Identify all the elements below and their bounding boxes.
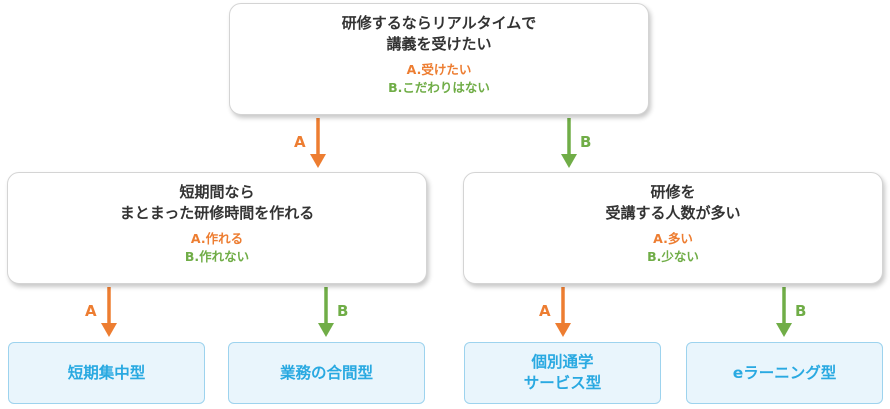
edge-label-right-b: B [795, 302, 807, 320]
root-question-box: 研修するならリアルタイムで 講義を受けたい A.受けたい B.こだわりはない [229, 3, 649, 115]
edge-label-left-a: A [85, 302, 97, 320]
result-short-intensive: 短期集中型 [8, 342, 205, 404]
left-question-box: 短期間なら まとまった研修時間を作れる A.作れる B.作れない [7, 172, 427, 284]
root-question-text: 研修するならリアルタイムで 講義を受けたい [230, 13, 648, 55]
result-individual-school-line-2: サービス型 [523, 374, 602, 392]
right-question-box: 研修を 受講する人数が多い A.多い B.少ない [463, 172, 883, 284]
result-individual-school-line-1: 個別通学 [531, 353, 594, 371]
arrow-left-to-result-2 [318, 287, 334, 337]
left-option-a: A.作れる [190, 231, 244, 246]
arrow-root-to-right [561, 118, 577, 168]
arrow-right-to-result-3 [555, 287, 571, 337]
left-question-line-1: 短期間なら [179, 183, 255, 201]
right-option-b: B.少ない [647, 249, 699, 264]
result-between-work-label: 業務の合間型 [280, 363, 373, 384]
left-question-text: 短期間なら まとまった研修時間を作れる [8, 182, 426, 224]
root-option-b: B.こだわりはない [388, 80, 490, 95]
right-question-text: 研修を 受講する人数が多い [464, 182, 882, 224]
left-question-line-2: まとまった研修時間を作れる [119, 204, 315, 222]
right-question-line-2: 受講する人数が多い [605, 204, 741, 222]
root-option-a: A.受けたい [406, 62, 472, 77]
result-short-intensive-label: 短期集中型 [68, 363, 146, 384]
arrow-right-to-result-4 [776, 287, 792, 337]
result-between-work: 業務の合間型 [228, 342, 425, 404]
edge-label-root-b: B [580, 133, 592, 151]
edge-label-left-b: B [337, 302, 349, 320]
edge-label-right-a: A [539, 302, 551, 320]
root-question-line-2: 講義を受けたい [386, 35, 492, 53]
left-option-b: B.作れない [184, 249, 250, 264]
result-e-learning-line-1: eラーニング型 [732, 363, 837, 382]
result-short-intensive-line-1: 短期集中型 [67, 363, 146, 382]
result-individual-school: 個別通学 サービス型 [464, 342, 661, 404]
arrow-root-to-left [310, 118, 326, 168]
root-question-line-1: 研修するならリアルタイムで [341, 14, 537, 32]
result-between-work-line-1: 業務の合間型 [279, 363, 373, 382]
edge-label-root-a: A [294, 133, 306, 151]
result-e-learning: eラーニング型 [686, 342, 883, 404]
right-question-line-1: 研修を [650, 183, 696, 201]
right-option-a: A.多い [653, 231, 693, 246]
result-e-learning-label: eラーニング型 [733, 363, 837, 384]
result-individual-school-label: 個別通学 サービス型 [524, 352, 602, 394]
arrow-left-to-result-1 [101, 287, 117, 337]
